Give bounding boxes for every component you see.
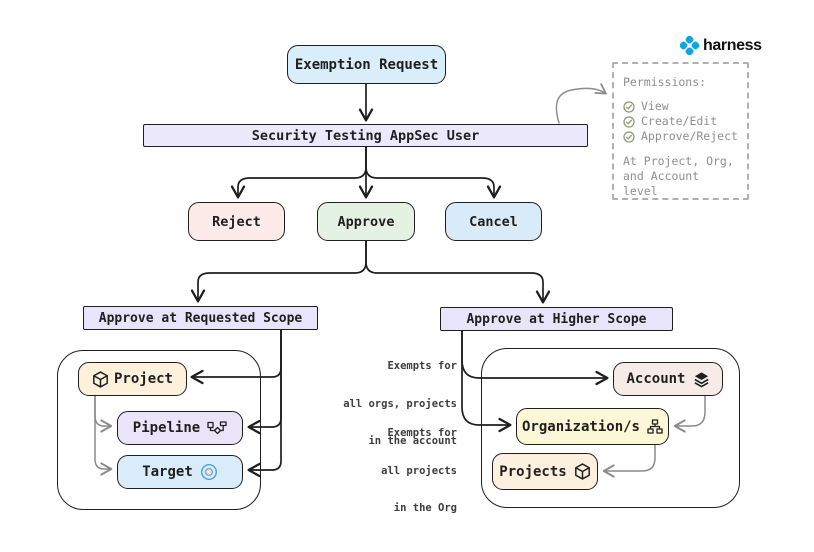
- connector-bar-to-cancel: [365, 146, 502, 199]
- node-projects: Projects: [492, 453, 598, 490]
- permissions-title: Permissions:: [623, 75, 707, 89]
- permission-label: Create/Edit: [641, 114, 718, 128]
- node-project: Project: [78, 362, 187, 396]
- node-approve-at-higher-scope: Approve at Higher Scope: [440, 307, 673, 331]
- permission-item-approve-reject: Approve/Reject: [623, 129, 738, 144]
- node-account: Account: [613, 362, 723, 396]
- node-label: Approve at Higher Scope: [466, 311, 647, 327]
- node-label: Exemption Request: [294, 56, 439, 73]
- node-label: Target: [142, 464, 193, 480]
- permission-label: Approve/Reject: [641, 129, 738, 143]
- cube-icon: [574, 463, 591, 480]
- node-reject: Reject: [188, 202, 285, 241]
- node-label: Reject: [212, 213, 261, 230]
- org-chart-icon: [647, 419, 663, 434]
- permissions-panel: Permissions: View Create/Edit Approve/Re…: [612, 62, 749, 200]
- permissions-scope-note: At Project, Org, and Account level: [623, 154, 734, 198]
- node-label: Approve: [337, 213, 395, 230]
- node-label: Cancel: [469, 213, 518, 230]
- check-circle-icon: [623, 115, 635, 128]
- higher-scope-container: [481, 348, 740, 508]
- node-label: Approve at Requested Scope: [98, 310, 303, 326]
- node-label: Security Testing AppSec User: [251, 127, 480, 144]
- pipeline-icon: [207, 420, 227, 436]
- node-label: Project: [113, 371, 173, 387]
- node-label: Pipeline: [132, 420, 201, 436]
- connector-approve-to-requested-scope: [190, 240, 367, 303]
- permission-label: View: [641, 99, 669, 113]
- connector-approve-to-higher-scope: [365, 240, 551, 304]
- harness-logo: harness: [680, 36, 762, 55]
- permission-item-create-edit: Create/Edit: [623, 114, 738, 129]
- node-exemption-request: Exemption Request: [287, 45, 446, 84]
- target-icon: [200, 463, 218, 481]
- node-cancel: Cancel: [445, 202, 542, 241]
- harness-logo-text: harness: [703, 36, 762, 54]
- harness-logo-icon: [680, 36, 699, 55]
- node-approve: Approve: [317, 202, 415, 241]
- connector-bar-to-permissions: [555, 83, 607, 124]
- annotation-exempts-org: Exempts for all projects in the Org: [381, 427, 457, 514]
- connector-bar-to-reject: [230, 146, 367, 199]
- check-circle-icon: [623, 130, 635, 143]
- layers-icon: [693, 371, 710, 388]
- node-label: Account: [626, 371, 686, 387]
- node-organizations: Organization/s: [516, 408, 669, 445]
- annotation-exempts-account: Exempts for all orgs, projects in the ac…: [343, 360, 457, 447]
- cube-icon: [92, 370, 109, 388]
- check-circle-icon: [623, 100, 635, 113]
- node-label: Organization/s: [521, 418, 640, 435]
- node-label: Projects: [499, 463, 567, 480]
- node-approve-at-requested-scope: Approve at Requested Scope: [83, 306, 318, 330]
- node-target: Target: [117, 455, 243, 489]
- node-security-testing-appsec-user: Security Testing AppSec User: [143, 124, 588, 147]
- permission-item-view: View: [623, 99, 738, 114]
- node-pipeline: Pipeline: [117, 411, 243, 445]
